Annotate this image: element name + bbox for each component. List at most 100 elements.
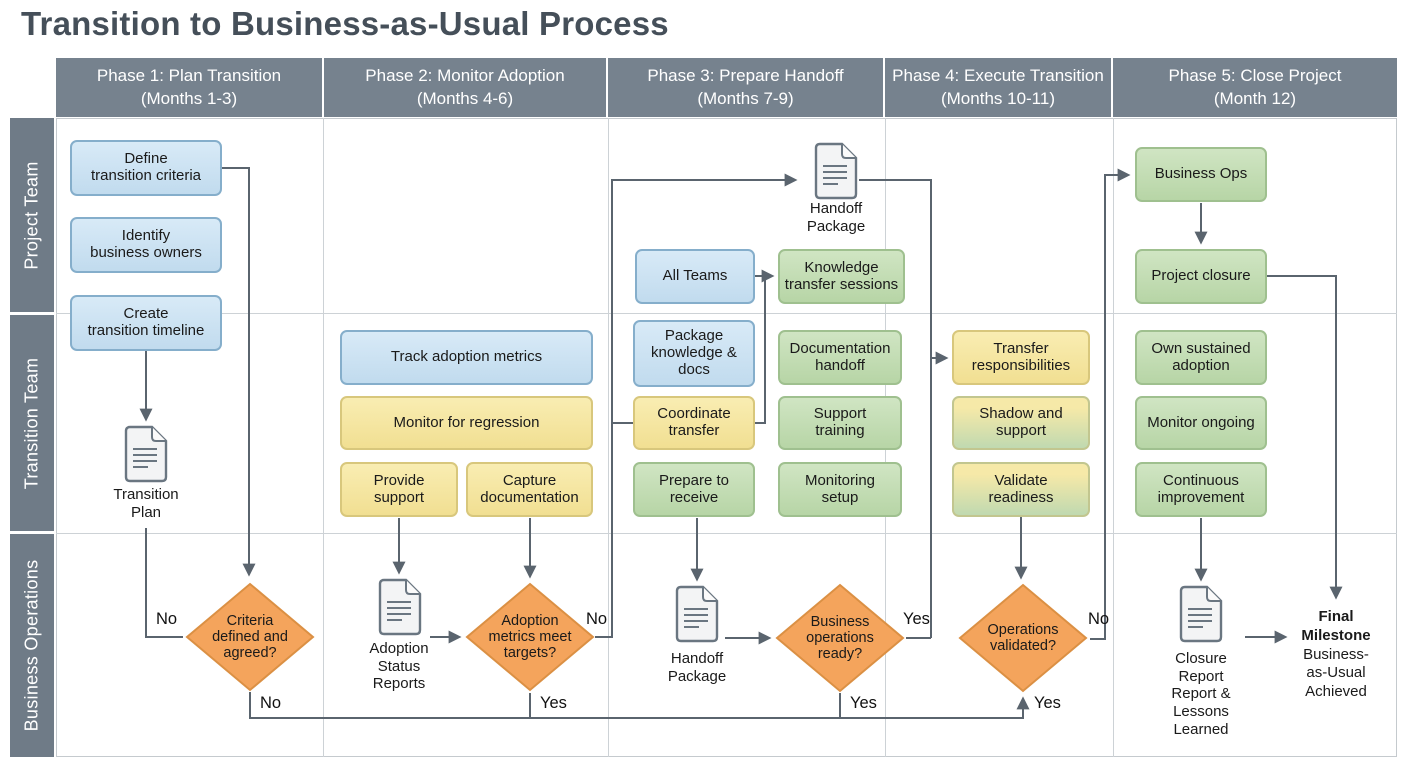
- task-provide-support-label: Provide support: [373, 471, 425, 506]
- task-project-closure: Project closure: [1135, 249, 1267, 304]
- task-documentation-handoff-label: Documentation handoff: [789, 339, 891, 374]
- task-monitor-ongoing-label: Monitor ongoing: [1147, 413, 1255, 431]
- phase-header-4: Phase 4: Execute Transition (Months 10-1…: [885, 58, 1111, 117]
- lane-divider-2: [56, 533, 1397, 534]
- diamond-shape: [185, 582, 315, 692]
- diamond-shape: [775, 583, 905, 693]
- diamond-shape: [958, 583, 1088, 693]
- document-adoption-status-reports-icon: [377, 578, 423, 641]
- phase-header-3: Phase 3: Prepare Handoff (Months 7-9): [608, 58, 883, 117]
- task-track-adoption-metrics: Track adoption metrics: [340, 330, 593, 385]
- task-project-closure-label: Project closure: [1151, 267, 1251, 285]
- task-documentation-handoff: Documentation handoff: [778, 330, 902, 385]
- task-all-teams: All Teams: [635, 249, 755, 304]
- task-capture-documentation-label: Capture documentation: [480, 471, 579, 506]
- branch-label-ops-validated-no: No: [1088, 610, 1110, 628]
- lane-label-project-team: Project Team: [10, 118, 54, 312]
- task-transfer-responsibilities-label: Transfer responsibilities: [971, 339, 1071, 374]
- task-transfer-responsibilities: Transfer responsibilities: [952, 330, 1090, 385]
- lane-label-business-operations: Business Operations: [10, 534, 54, 757]
- task-provide-support: Provide support: [340, 462, 458, 517]
- phase-5-name: Phase 5: Close Project: [1168, 66, 1342, 86]
- decision-operations-validated: Operations validated?: [958, 583, 1088, 693]
- document-adoption-status-reports-label: Adoption Status Reports: [369, 640, 429, 693]
- branch-label-ops-validated-yes: Yes: [1034, 694, 1061, 712]
- phase-4-name: Phase 4: Execute Transition: [892, 66, 1104, 86]
- task-monitor-for-regression-label: Monitor for regression: [393, 413, 540, 431]
- grid-column-line-1: [323, 118, 324, 757]
- task-package-knowledge-docs-label: Package knowledge & docs: [651, 327, 737, 378]
- final-milestone-title: Final Milestone: [1301, 608, 1371, 644]
- decision-business-operations-ready: Business operations ready?: [775, 583, 905, 693]
- page-title: Transition to Business-as-Usual Process: [21, 5, 669, 42]
- document-transition-plan-icon: [123, 425, 169, 488]
- task-monitoring-setup: Monitoring setup: [778, 462, 902, 517]
- task-shadow-and-support: Shadow and support: [952, 396, 1090, 450]
- task-prepare-to-receive: Prepare to receive: [633, 462, 755, 517]
- task-define-transition-criteria: Define transition criteria: [70, 140, 222, 196]
- phase-header-1: Phase 1: Plan Transition (Months 1-3): [56, 58, 322, 117]
- task-define-transition-criteria-label: Define transition criteria: [90, 150, 202, 184]
- line-bottom-bus-to-ops-validated: [249, 692, 1030, 719]
- decision-adoption-metrics: Adoption metrics meet targets?: [465, 582, 595, 692]
- line-coordinate-transfer-right-join: [755, 277, 766, 424]
- grid-column-line-4: [1113, 118, 1114, 757]
- branch-label-criteria-no-bottom: No: [260, 694, 282, 712]
- task-business-ops: Business Ops: [1135, 147, 1267, 202]
- document-handoff-package-top-icon: [813, 142, 859, 205]
- task-continuous-improvement: Continuous improvement: [1135, 462, 1267, 517]
- task-monitoring-setup-label: Monitoring setup: [804, 471, 876, 506]
- decision-business-operations-ready-label: Business operations ready?: [806, 613, 874, 663]
- task-monitor-for-regression: Monitor for regression: [340, 396, 593, 450]
- branch-label-adoption-no: No: [586, 610, 608, 628]
- phase-3-months: (Months 7-9): [697, 88, 794, 108]
- branch-label-criteria-no-left: No: [156, 610, 178, 628]
- task-track-adoption-metrics-label: Track adoption metrics: [390, 348, 543, 366]
- final-milestone-subtitle: Business- as-Usual Achieved: [1303, 645, 1369, 701]
- lane-divider-1: [56, 313, 1397, 314]
- task-own-sustained-adoption: Own sustained adoption: [1135, 330, 1267, 385]
- grid-frame: [56, 118, 1397, 757]
- document-handoff-package-bottom-label: Handoff Package: [667, 650, 727, 685]
- task-coordinate-transfer-label: Coordinate transfer: [657, 405, 731, 439]
- task-knowledge-transfer-sessions-label: Knowledge transfer sessions: [784, 258, 899, 293]
- branch-label-bo-ready-yes-right: Yes: [903, 610, 930, 628]
- phase-2-name: Phase 2: Monitor Adoption: [365, 66, 565, 86]
- line-adoption-no-to-handoff-package: [595, 173, 798, 638]
- phase-1-name: Phase 1: Plan Transition: [96, 66, 282, 86]
- phase-2-months: (Months 4-6): [416, 88, 514, 108]
- task-identify-business-owners: Identify business owners: [70, 217, 222, 273]
- task-all-teams-label: All Teams: [662, 267, 728, 285]
- lane-label-transition-team: Transition Team: [10, 315, 54, 531]
- task-validate-readiness-label: Validate readiness: [988, 471, 1054, 506]
- diamond-shape: [465, 582, 595, 692]
- task-support-training-label: Support training: [813, 405, 867, 439]
- document-transition-plan-label: Transition Plan: [113, 486, 179, 521]
- task-prepare-to-receive-label: Prepare to receive: [658, 471, 730, 506]
- document-handoff-package-top-label: Handoff Package: [806, 200, 866, 235]
- document-closure-report-label: Closure Report Report & Lessons Learned: [1171, 650, 1231, 738]
- document-closure-report-icon: [1178, 585, 1224, 648]
- task-business-ops-label: Business Ops: [1154, 165, 1248, 183]
- line-project-closure-to-final-milestone: [1267, 275, 1343, 600]
- task-knowledge-transfer-sessions: Knowledge transfer sessions: [778, 249, 905, 304]
- task-identify-business-owners-label: Identify business owners: [90, 227, 202, 261]
- task-monitor-ongoing: Monitor ongoing: [1135, 396, 1267, 450]
- task-support-training: Support training: [778, 396, 902, 450]
- task-capture-documentation: Capture documentation: [466, 462, 593, 517]
- decision-criteria-defined: Criteria defined and agreed?: [185, 582, 315, 692]
- final-milestone: Final Milestone Business- as-Usual Achie…: [1293, 608, 1379, 702]
- branch-label-bo-ready-yes-bottom: Yes: [850, 694, 877, 712]
- branch-label-adoption-yes: Yes: [540, 694, 567, 712]
- decision-operations-validated-label: Operations validated?: [987, 621, 1059, 654]
- phase-header-2: Phase 2: Monitor Adoption (Months 4-6): [324, 58, 606, 117]
- task-own-sustained-adoption-label: Own sustained adoption: [1151, 339, 1251, 374]
- phase-5-months: (Month 12): [1213, 88, 1297, 108]
- arrow-define-criteria-to-criteria-decision: [222, 167, 256, 577]
- task-shadow-and-support-label: Shadow and support: [979, 405, 1063, 439]
- document-handoff-package-bottom-icon: [674, 585, 720, 648]
- decision-criteria-defined-label: Criteria defined and agreed?: [212, 612, 288, 662]
- phase-1-months: (Months 1-3): [140, 88, 238, 108]
